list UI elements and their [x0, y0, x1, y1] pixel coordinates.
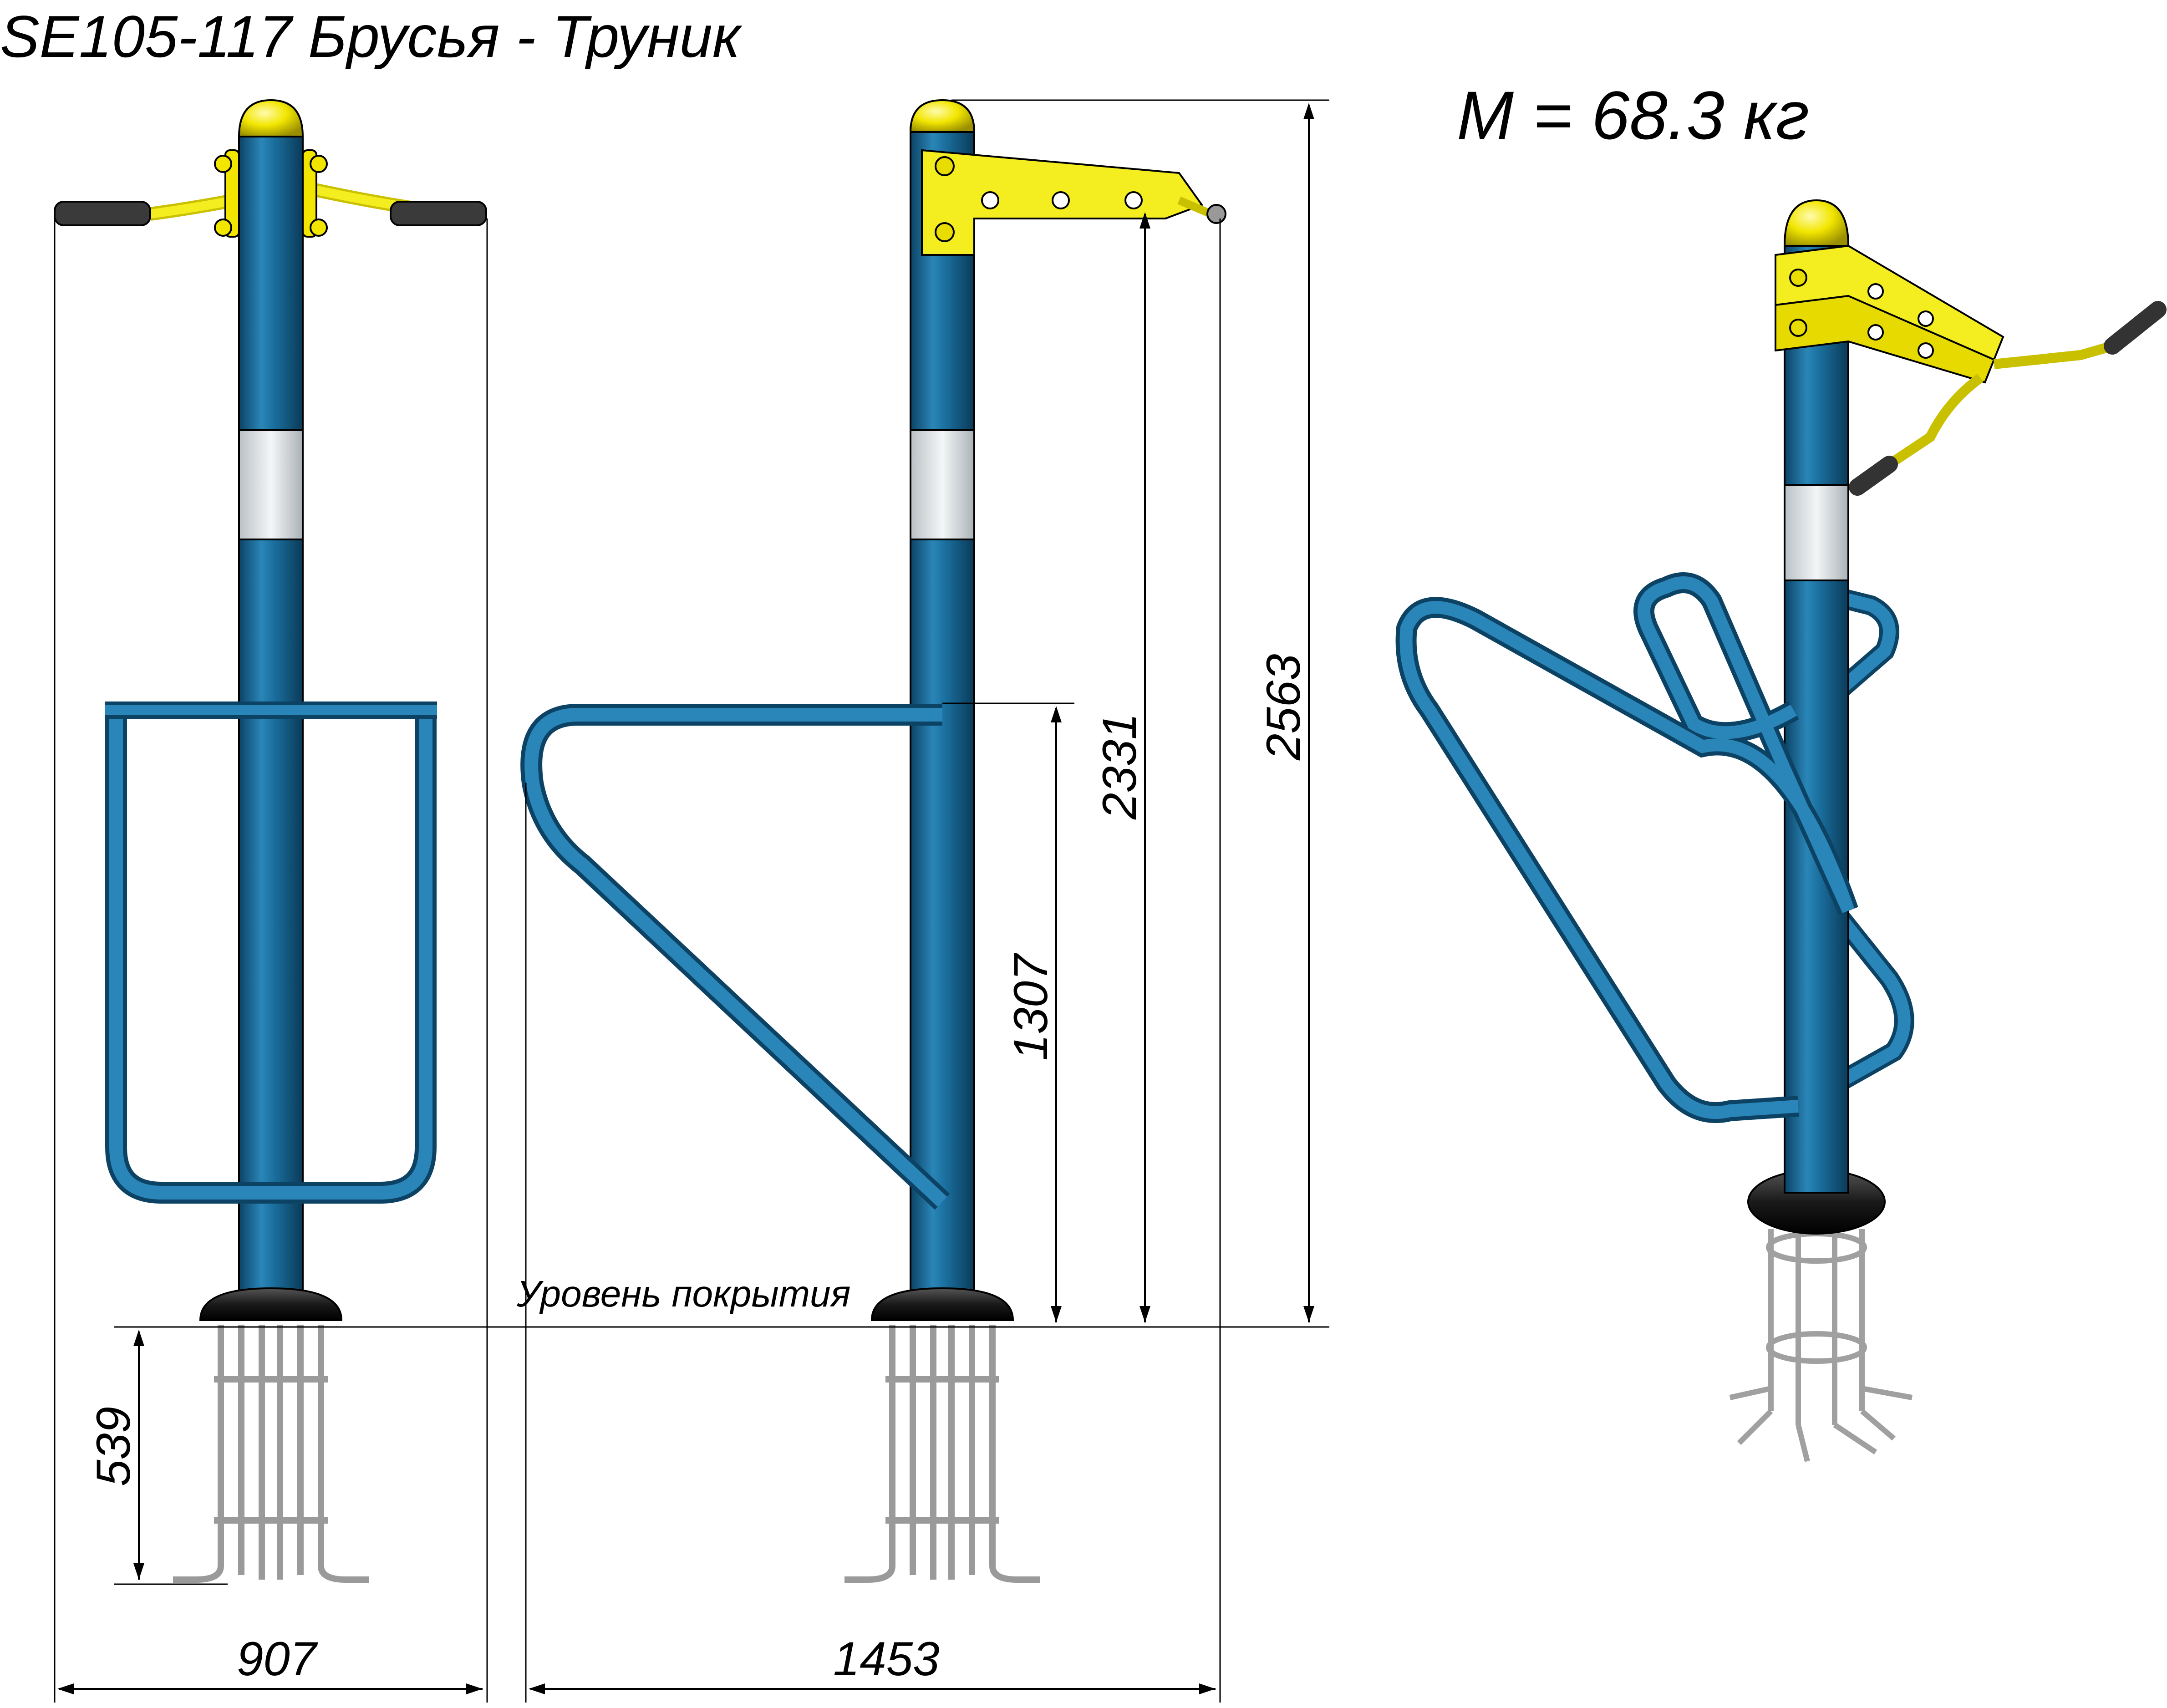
ground-level-label: Уровень покрытия — [516, 1273, 850, 1315]
iso-grip-right — [2104, 301, 2167, 355]
side-reflector-band — [910, 429, 975, 540]
iso-reflector-band — [1784, 484, 1849, 581]
dim-handle-height: 2331 — [1093, 713, 1146, 820]
front-clamp — [214, 149, 328, 238]
front-reflector-band — [238, 429, 304, 540]
front-rebar-cage — [173, 1325, 369, 1583]
side-cap — [909, 99, 976, 133]
left-grip — [54, 201, 151, 226]
front-cap — [238, 99, 304, 137]
side-bracket — [921, 149, 1226, 256]
right-grip — [390, 201, 487, 226]
front-post — [238, 136, 304, 1321]
iso-bracket — [1775, 244, 2167, 496]
side-rebar-cage — [844, 1325, 1040, 1583]
dim-width-front: 907 — [237, 1632, 318, 1686]
iso-rebar-cage — [1729, 1229, 1913, 1462]
front-base — [199, 1287, 343, 1321]
drawing-title: SE105-117 Брусья - Труник — [0, 3, 743, 70]
mass-label: M = 68.3 кг — [1457, 77, 1809, 153]
dim-bar-height: 1307 — [1004, 953, 1058, 1061]
iso-cap — [1783, 199, 1850, 247]
dim-total-height: 2563 — [1257, 654, 1310, 761]
side-bar — [520, 704, 950, 1210]
dimension-lines: Уровень покрытия 539 907 1453 1307 2331 … — [54, 99, 1329, 1703]
handle-end — [1206, 204, 1226, 224]
dim-width-side: 1453 — [833, 1632, 940, 1686]
iso-grip-left — [1849, 456, 1898, 496]
dim-depth-below-ground: 539 — [87, 1407, 140, 1486]
front-view — [54, 99, 487, 1583]
side-base — [870, 1287, 1014, 1321]
side-view — [520, 99, 1226, 1583]
isometric-view — [1395, 199, 2167, 1462]
